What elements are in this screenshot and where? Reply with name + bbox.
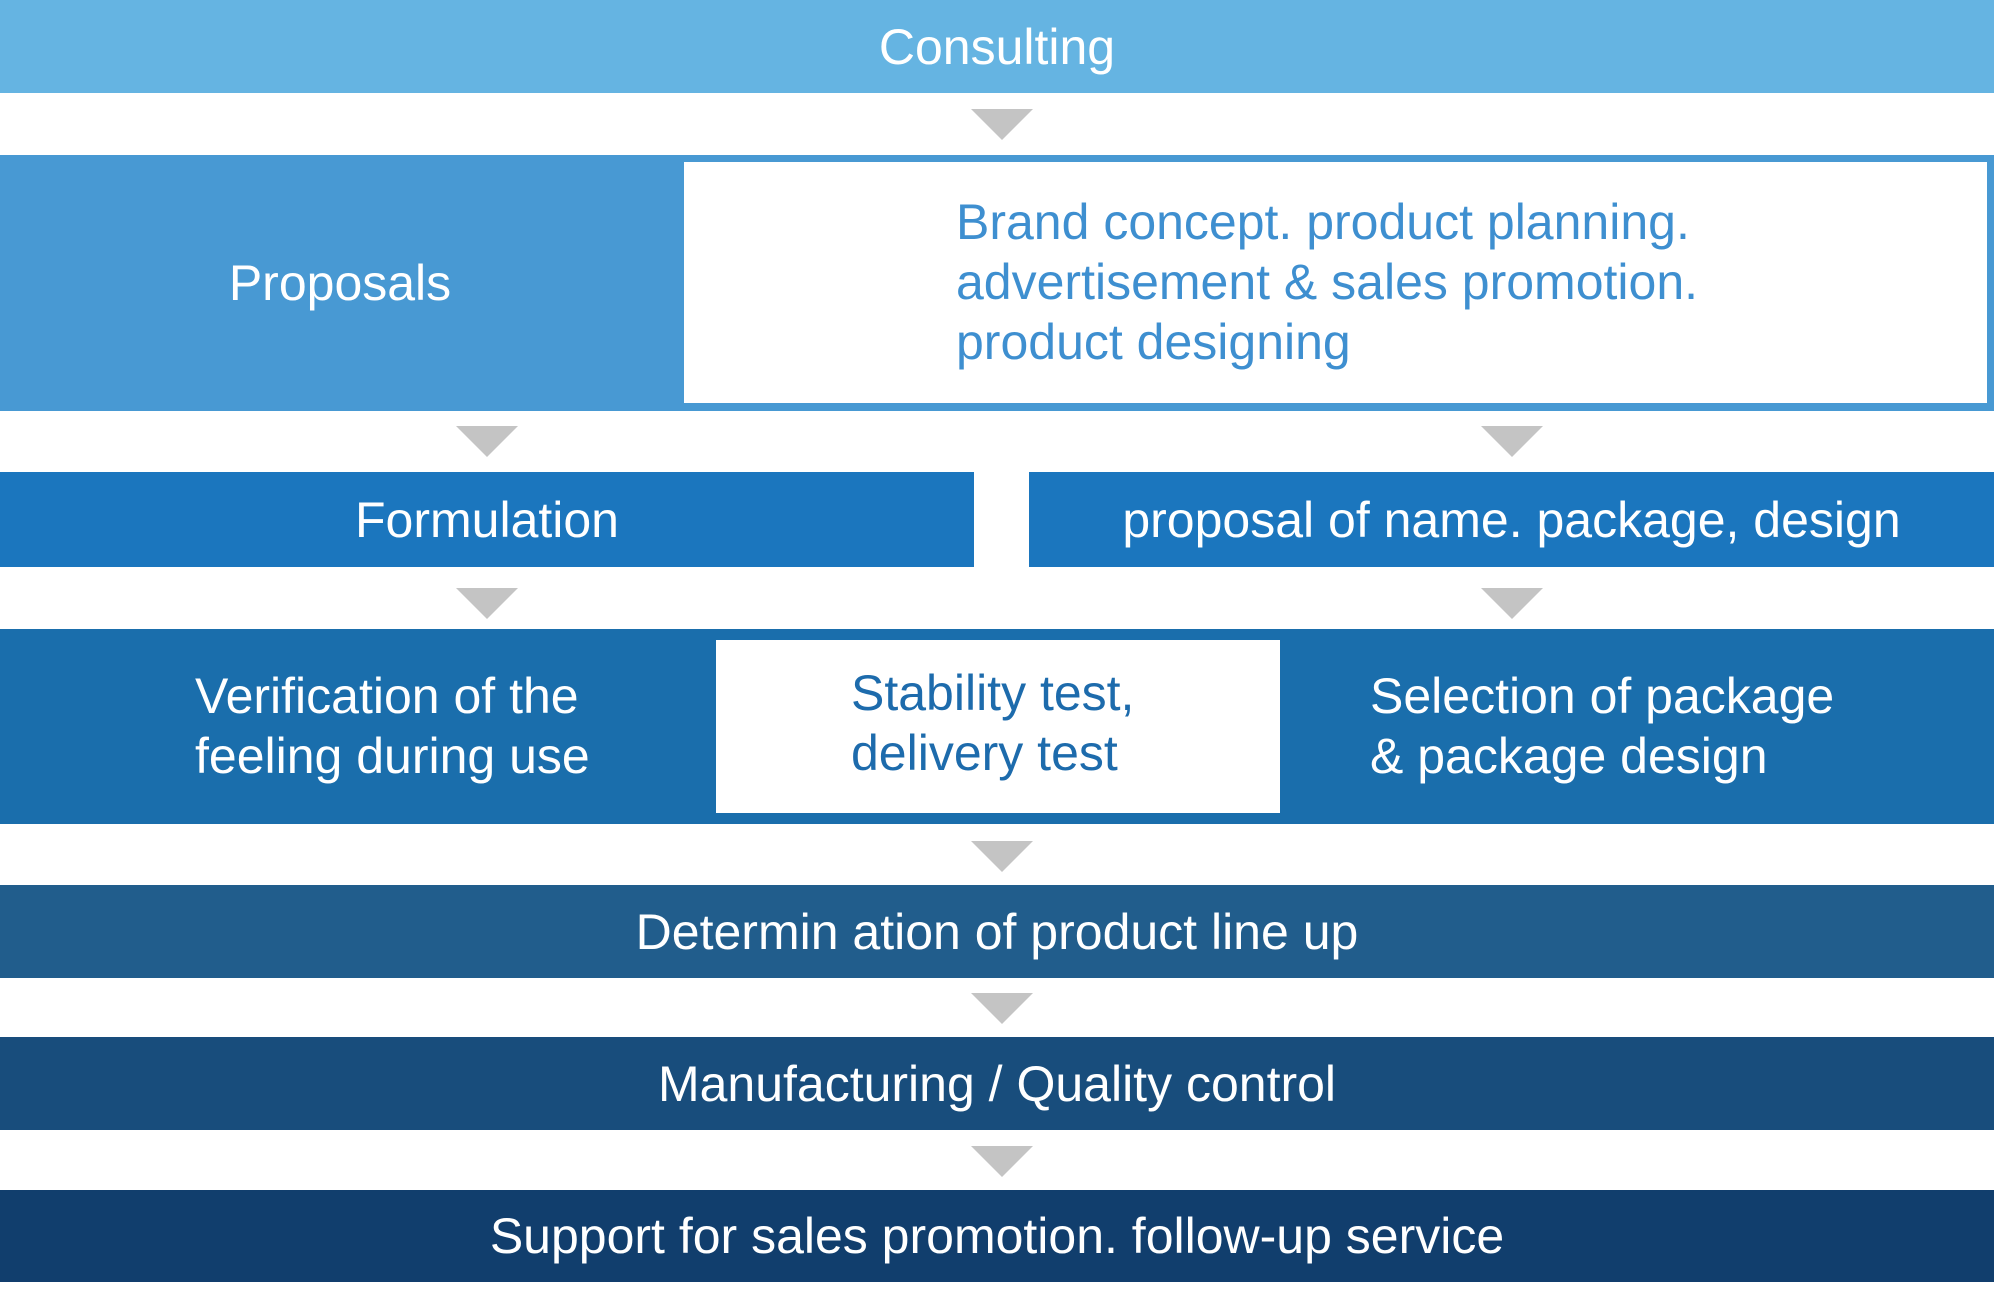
naming-proposal-label: proposal of name. package, design <box>1122 491 1901 548</box>
proposals-detail-line: Brand concept. product planning. <box>956 194 1690 250</box>
stability-line: Stability test, <box>851 665 1135 721</box>
lineup-label: Determin ation of product line up <box>635 903 1359 960</box>
proposals-detail-box: Brand concept. product planning. adverti… <box>684 162 1987 403</box>
verification-line: feeling during use <box>195 728 590 784</box>
formulation-step: Formulation <box>0 472 974 567</box>
verification-line: Verification of the <box>195 668 579 724</box>
arrow-down-icon <box>971 993 1033 1024</box>
proposals-detail-line: product designing <box>956 314 1351 370</box>
package-selection-line: Selection of package <box>1370 668 1835 724</box>
arrow-down-icon <box>1481 588 1543 619</box>
support-step: Support for sales promotion. follow-up s… <box>0 1190 1994 1282</box>
proposals-label: Proposals <box>228 255 452 311</box>
package-selection-label: Selection of package & package design <box>1370 666 1834 786</box>
naming-proposal-step: proposal of name. package, design <box>1029 472 1994 567</box>
consulting-step: Consulting <box>0 0 1994 93</box>
support-label: Support for sales promotion. follow-up s… <box>489 1208 1505 1264</box>
arrow-down-icon <box>971 1146 1033 1177</box>
arrow-down-icon <box>456 588 518 619</box>
manufacturing-label: Manufacturing / Quality control <box>657 1055 1337 1112</box>
arrow-down-icon <box>1481 426 1543 457</box>
stability-test-text: Stability test, delivery test <box>851 663 1134 783</box>
arrow-down-icon <box>971 109 1033 140</box>
stability-line: delivery test <box>851 725 1118 781</box>
lineup-step: Determin ation of product line up <box>0 885 1994 978</box>
stability-test-box: Stability test, delivery test <box>716 640 1280 813</box>
arrow-down-icon <box>456 426 518 457</box>
arrow-down-icon <box>971 841 1033 872</box>
package-selection-line: & package design <box>1370 728 1768 784</box>
verification-label: Verification of the feeling during use <box>195 666 590 786</box>
consulting-label: Consulting <box>878 18 1116 75</box>
manufacturing-step: Manufacturing / Quality control <box>0 1037 1994 1130</box>
proposals-detail-text: Brand concept. product planning. adverti… <box>956 192 1698 372</box>
proposals-detail-line: advertisement & sales promotion. <box>956 254 1699 310</box>
formulation-label: Formulation <box>355 491 619 548</box>
